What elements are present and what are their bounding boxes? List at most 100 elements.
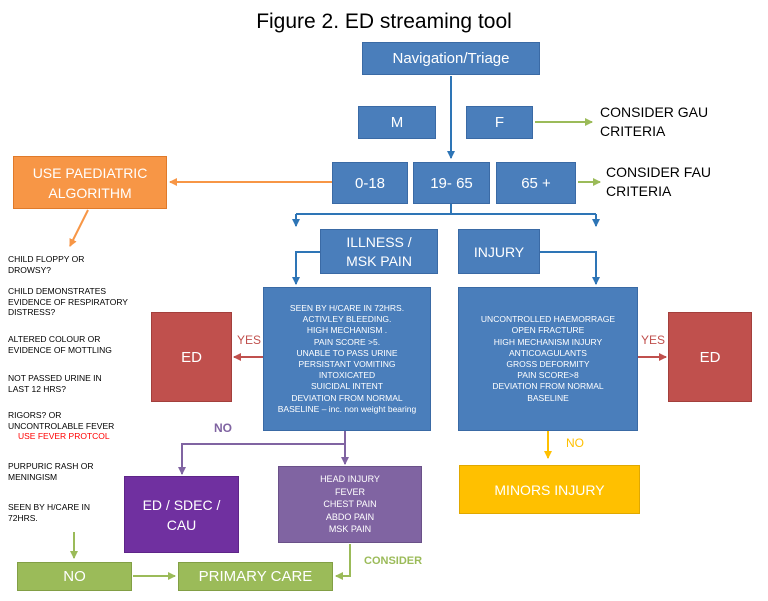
consider-label: CONSIDER (364, 555, 423, 567)
no-yellow-label: NO (566, 436, 584, 450)
injury-box: INJURY (458, 229, 540, 274)
paediatric-criterion-line: CHILD DEMONSTRATES (8, 286, 107, 296)
ed-left-label: ED (181, 348, 202, 366)
illness-line-1: ILLNESS / (346, 233, 412, 250)
female-box: F (466, 106, 533, 139)
age-19-65-label: 19- 65 (430, 174, 473, 192)
consider-condition: ABDO PAIN (325, 511, 375, 522)
ed-left-box: ED (151, 312, 232, 402)
illness-criterion: UNABLE TO PASS URINE (296, 347, 398, 358)
consider-condition: FEVER (334, 486, 365, 497)
minors-injury-box: MINORS INJURY (459, 465, 640, 514)
injury-criterion: GROSS DEFORMITY (506, 359, 590, 369)
illness-criterion: DEVIATION FROM NORMAL (291, 392, 403, 403)
illness-criterion: PERSISTANT VOMITING (298, 359, 396, 369)
illness-criterion: PAIN SCORE >5. (313, 336, 381, 347)
primary-care-label: PRIMARY CARE (198, 568, 313, 585)
injury-label: INJURY (473, 243, 525, 260)
injury-criterion: HIGH MECHANISM INJURY (493, 336, 603, 347)
age-65-plus-box: 65 + (496, 162, 576, 204)
no-green-box: NO (17, 562, 132, 591)
paediatric-criterion-line: LAST 12 HRS? (8, 383, 66, 394)
consider-fau-text: CONSIDER FAU CRITERIA (606, 163, 711, 201)
arrow-consider-to-primary (335, 544, 351, 580)
yes-right-label: YES (641, 333, 666, 347)
illness-line-2: MSK PAIN (346, 252, 412, 269)
paediatric-criterion-line: UNCONTROLABLE FEVER (8, 420, 115, 431)
illness-msk-box: ILLNESS / MSK PAIN (320, 229, 438, 274)
illness-criterion: ACTIVLEY BLEEDING. (302, 314, 392, 325)
paediatric-criterion-line: NOT PASSED URINE IN (8, 373, 102, 383)
yes-left-label: YES (237, 333, 262, 347)
injury-criterion: UNCONTROLLED HAEMORRAGE (480, 314, 616, 325)
paediatric-line-1: USE PAEDIATRIC (32, 164, 148, 181)
age-19-65-box: 19- 65 (413, 162, 490, 204)
paediatric-criterion-line: MENINGISM (8, 471, 58, 482)
illness-criteria-box: SEEN BY H/CARE IN 72HRS.ACTIVLEY BLEEDIN… (263, 287, 431, 431)
consider-fau-line-2: CRITERIA (606, 183, 672, 199)
paediatric-algorithm-box: USE PAEDIATRIC ALGORITHM (13, 156, 167, 209)
paediatric-criterion-line: ALTERED COLOUR OR (8, 334, 101, 344)
illness-criterion: SEEN BY H/CARE IN 72HRS. (289, 302, 405, 313)
paediatric-criterion-line: DROWSY? (8, 264, 51, 275)
illness-criterion: SUICIDAL INTENT (311, 381, 383, 392)
paediatric-criterion-line: 72HRS. (8, 512, 38, 523)
illness-criterion: HIGH MECHANISM . (306, 325, 388, 336)
ed-sdec-line-1: ED / SDEC / (142, 496, 221, 513)
male-box: M (358, 106, 436, 139)
female-label: F (494, 114, 505, 131)
minors-injury-label: MINORS INJURY (494, 481, 605, 498)
paediatric-criterion-line: EVIDENCE OF RESPIRATORY (8, 296, 128, 307)
paediatric-criterion-line: DISTRESS? (8, 307, 56, 317)
illness-criteria-lines: SEEN BY H/CARE IN 72HRS.ACTIVLEY BLEEDIN… (278, 303, 416, 415)
consider-fau-line-1: CONSIDER FAU (606, 164, 712, 180)
page-title: Figure 2. ED streaming tool (256, 10, 512, 33)
arrow-paediatric-to-criteria (69, 209, 89, 247)
ed-sdec-cau-box: ED / SDEC / CAU (124, 476, 239, 553)
illness-criterion: BASELINE – inc. non weight bearing (277, 403, 417, 414)
no-purple-label: NO (214, 421, 232, 435)
navigation-triage-label: Navigation/Triage (392, 50, 510, 67)
paediatric-criterion-line: PURPURIC RASH OR (8, 461, 94, 471)
illness-criterion: INTOXICATED (318, 370, 376, 381)
consider-gau-line-2: CRITERIA (600, 123, 666, 139)
navigation-triage-box: Navigation/Triage (362, 42, 540, 75)
injury-criterion: PAIN SCORE>8 (517, 370, 579, 381)
consider-condition: MSK PAIN (328, 524, 372, 535)
arrow-injury-to-criteria (540, 251, 600, 285)
primary-care-box: PRIMARY CARE (178, 562, 333, 591)
injury-criterion: DEVIATION FROM NORMAL (492, 381, 604, 392)
injury-criterion: OPEN FRACTURE (511, 325, 585, 336)
injury-criterion: BASELINE (527, 392, 569, 403)
ed-sdec-line-2: CAU (166, 516, 197, 533)
consider-gau-line-1: CONSIDER GAU (600, 104, 709, 120)
male-label: M (390, 114, 404, 131)
consider-condition: HEAD INJURY (320, 474, 380, 485)
age-65-plus-label: 65 + (521, 174, 551, 192)
paediatric-criterion-line: EVIDENCE OF MOTTLING (8, 344, 112, 355)
consider-gau-text: CONSIDER GAU CRITERIA (600, 103, 708, 141)
consider-condition: CHEST PAIN (323, 499, 377, 510)
age-0-18-label: 0-18 (354, 174, 386, 192)
paediatric-criterion-line: SEEN BY H/CARE IN (8, 502, 91, 512)
fever-protocol-note: USE FEVER PROTCOL (18, 431, 110, 441)
paediatric-criterion-line: CHILD FLOPPY OR (8, 254, 85, 264)
paediatric-line-2: ALGORITHM (48, 184, 132, 201)
paediatric-criterion-line: RIGORS? OR (8, 410, 62, 420)
injury-criterion: ANTICOAGULANTS (509, 347, 587, 358)
ed-right-box: ED (668, 312, 752, 402)
arrow-illness-to-criteria (292, 251, 320, 285)
arrow-age-to-branches (296, 204, 596, 215)
